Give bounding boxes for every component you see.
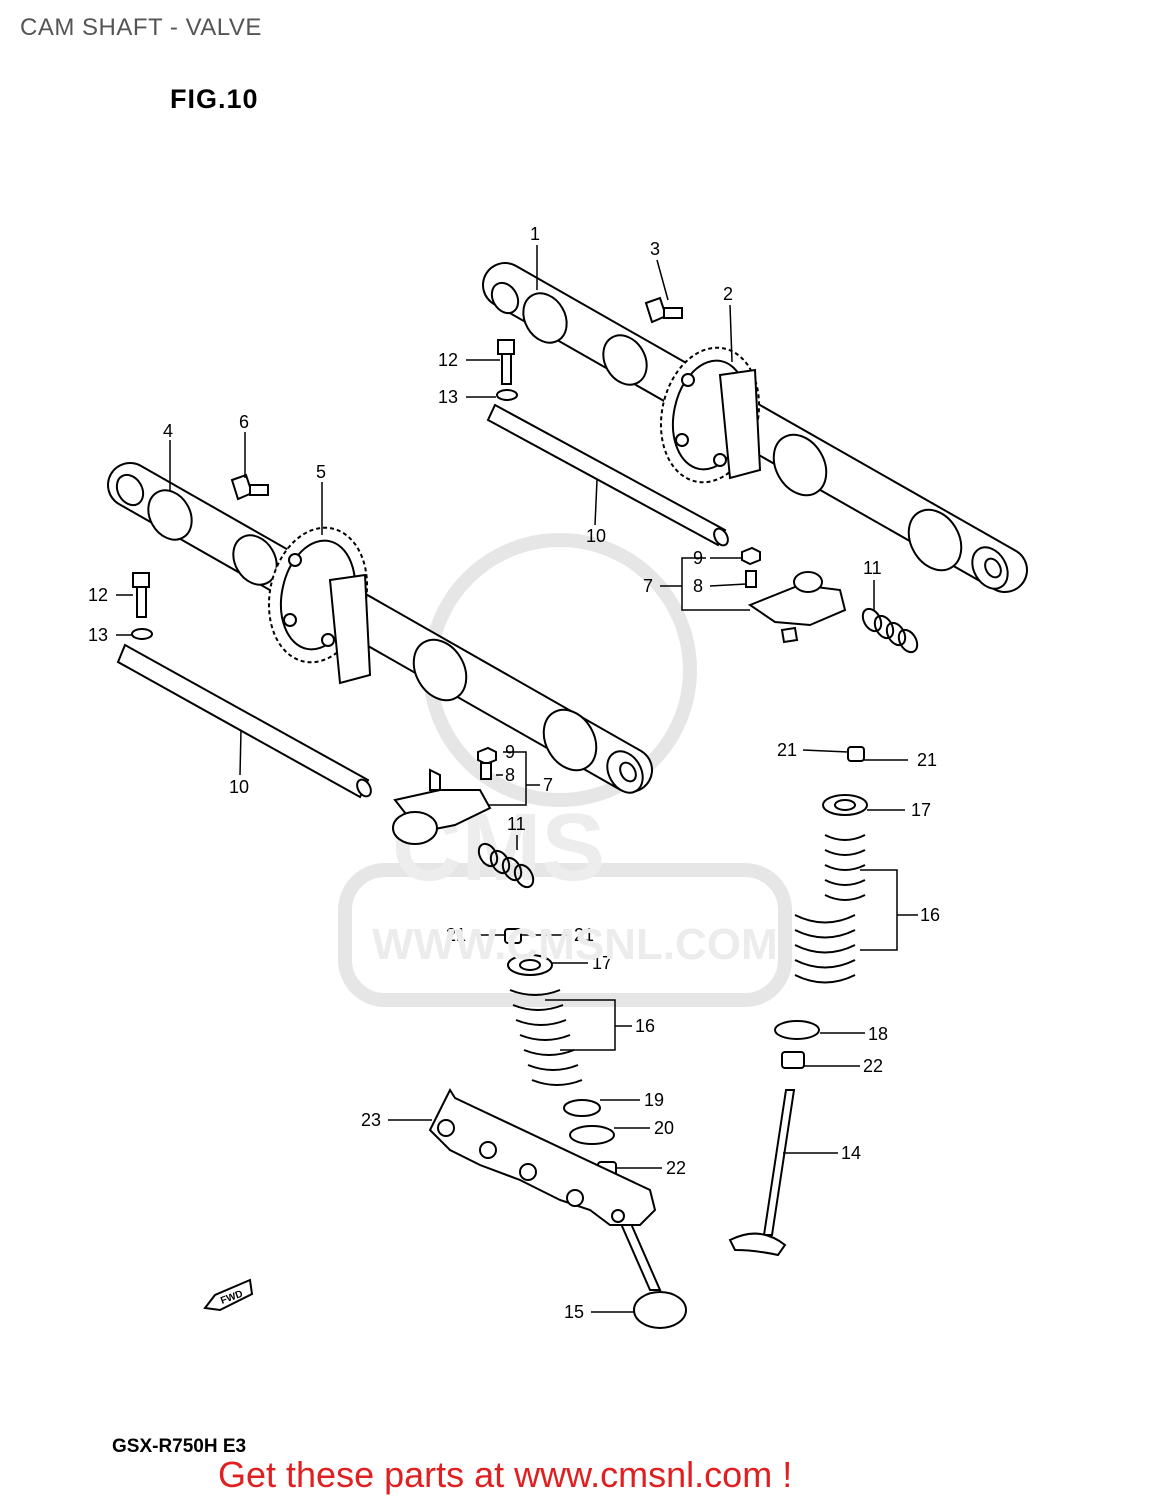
callout-16-left: 16 [635,1016,655,1036]
callout-7-lower: 7 [543,775,553,795]
callout-23: 23 [361,1110,381,1130]
callout-21-left-b: 21 [574,925,594,945]
callout-18: 18 [868,1024,888,1044]
bolt-12-upper [496,339,518,401]
callout-11-lower: 11 [507,814,526,834]
callout-14: 14 [841,1143,861,1163]
callout-21-right-b: 21 [917,750,937,770]
callout-7-upper: 7 [643,576,653,596]
watermark-url: WWW.CMSNL.COM [372,920,778,969]
sprocket-upper [659,346,762,484]
fwd-arrow-icon [203,1278,254,1312]
callout-22-left: 22 [666,1158,686,1178]
page-title: CAM SHAFT - VALVE [20,14,262,41]
callout-12-upper: 12 [438,350,458,370]
leader-lines [116,245,918,1313]
callouts: 1 3 2 12 13 4 6 5 10 9 8 7 11 12 13 10 9… [88,224,940,1322]
rocker-spring-lower [477,842,535,889]
callout-2: 2 [723,284,733,304]
cta-link[interactable]: Get these parts at www.cmsnl.com ! [218,1454,793,1495]
callout-5: 5 [316,462,326,482]
rocker-arm-lower [392,746,497,845]
bolt-3 [644,296,683,324]
callout-17-left: 17 [592,953,612,973]
model-code: GSX-R750H E3 [112,1436,247,1457]
rocker-arm-upper [741,546,847,644]
callout-9-upper: 9 [693,548,703,568]
sprocket-lower [267,526,372,685]
rocker-shaft-upper [486,403,729,547]
callout-8-lower: 8 [505,765,515,785]
rocker-spring-upper [861,607,919,654]
callout-4: 4 [163,421,173,441]
valve-plate-23 [428,1087,657,1226]
callout-8-upper: 8 [693,576,703,596]
callout-15: 15 [564,1302,584,1322]
callout-17-right: 17 [911,800,931,820]
callout-21-right-a: 21 [777,740,797,760]
rocker-shaft-lower [116,643,372,799]
valve-stack-left [504,928,687,1329]
camshaft-lower [107,462,653,794]
callout-10-lower: 10 [229,777,249,797]
bolt-12-lower [131,572,153,640]
callout-12-lower: 12 [88,585,108,605]
callout-10-upper: 10 [586,526,606,546]
callout-9-lower: 9 [505,742,515,762]
callout-21-left-a: 21 [446,925,466,945]
callout-13-upper: 13 [438,387,458,407]
callout-16-right: 16 [920,905,940,925]
callout-13-lower: 13 [88,625,108,645]
callout-20: 20 [654,1118,674,1138]
callout-3: 3 [650,239,660,259]
callout-6: 6 [239,412,249,432]
callout-19: 19 [644,1090,664,1110]
callout-11-upper: 11 [863,558,882,578]
figure-label: FIG.10 [170,84,259,114]
valve-stack-right [728,746,868,1257]
bolt-6 [230,473,269,501]
callout-22-right: 22 [863,1056,883,1076]
callout-1: 1 [530,224,540,244]
